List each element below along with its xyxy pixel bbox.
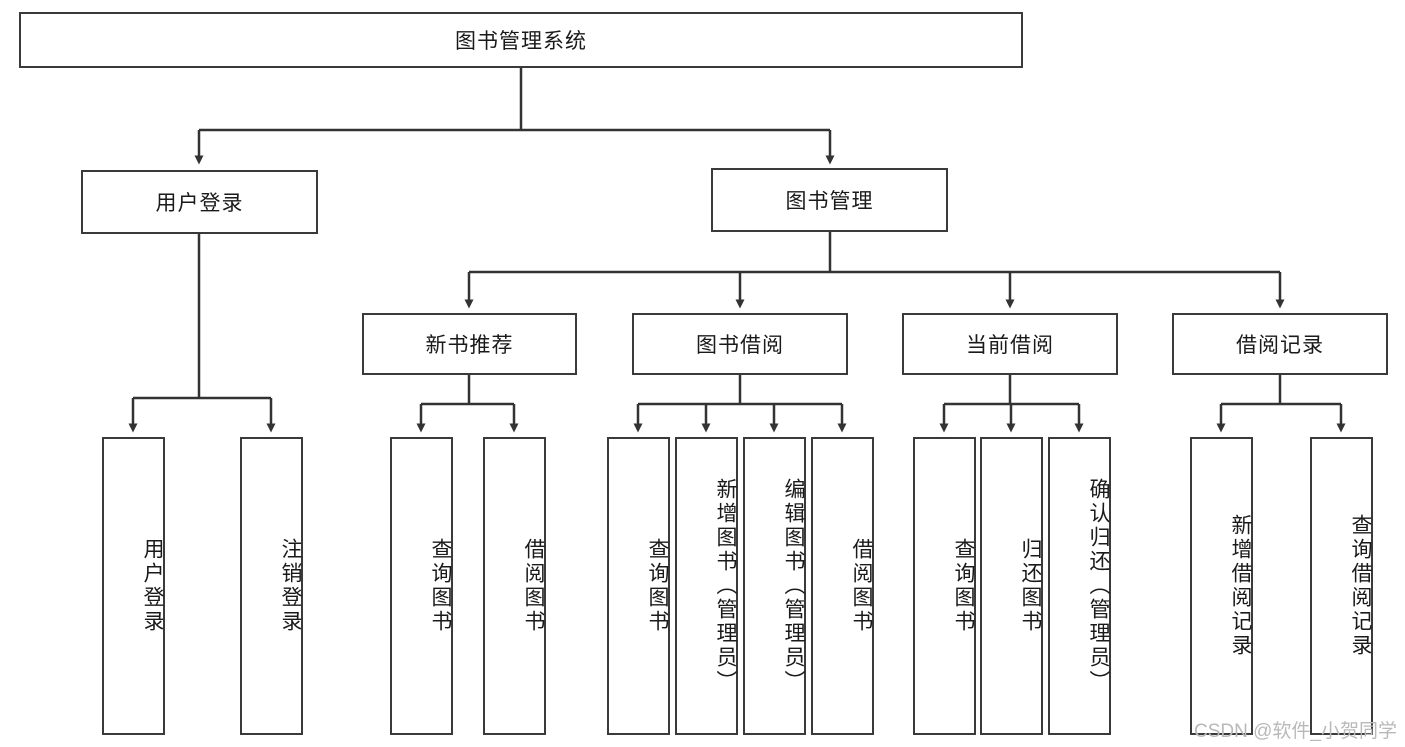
node-label: 查询图书 <box>429 538 452 634</box>
node-label: 新增借阅记录 <box>1229 514 1252 658</box>
leaf-borrow-add-book-admin[interactable]: 新增图书（管理员） <box>675 437 738 735</box>
node-label: 查询图书 <box>646 538 669 634</box>
node-label: 图书管理系统 <box>455 30 587 53</box>
node-book-borrow[interactable]: 图书借阅 <box>632 313 848 375</box>
leaf-user-login-signin[interactable]: 用户登录 <box>102 437 165 735</box>
node-label: 用户登录 <box>155 192 244 215</box>
node-label: 借阅记录 <box>1236 334 1324 357</box>
node-borrow-record[interactable]: 借阅记录 <box>1172 313 1388 375</box>
leaf-borrow-query-book[interactable]: 查询图书 <box>607 437 670 735</box>
node-label: 图书借阅 <box>696 334 784 357</box>
leaf-record-query-record[interactable]: 查询借阅记录 <box>1310 437 1373 735</box>
node-label: 当前借阅 <box>966 334 1054 357</box>
node-book-management[interactable]: 图书管理 <box>711 168 948 232</box>
leaf-user-login-signout[interactable]: 注销登录 <box>240 437 303 735</box>
node-new-book-recommend[interactable]: 新书推荐 <box>362 313 577 375</box>
node-label: 新书推荐 <box>425 334 514 357</box>
node-label: 查询借阅记录 <box>1349 514 1372 658</box>
leaf-recommend-borrow-book[interactable]: 借阅图书 <box>483 437 546 735</box>
node-label: 借阅图书 <box>522 538 545 634</box>
node-current-borrow[interactable]: 当前借阅 <box>902 313 1118 375</box>
leaf-current-confirm-return-admin[interactable]: 确认归还（管理员） <box>1048 437 1111 735</box>
leaf-current-return-book[interactable]: 归还图书 <box>980 437 1043 735</box>
node-label: 编辑图书（管理员） <box>782 478 805 694</box>
leaf-recommend-query-book[interactable]: 查询图书 <box>390 437 453 735</box>
node-label: 新增图书（管理员） <box>714 478 737 694</box>
node-label: 借阅图书 <box>850 538 873 634</box>
leaf-record-add-record[interactable]: 新增借阅记录 <box>1190 437 1253 735</box>
node-user-login[interactable]: 用户登录 <box>81 170 318 234</box>
leaf-borrow-edit-book-admin[interactable]: 编辑图书（管理员） <box>743 437 806 735</box>
leaf-borrow-borrow-book[interactable]: 借阅图书 <box>811 437 874 735</box>
leaf-current-query-book[interactable]: 查询图书 <box>913 437 976 735</box>
node-label: 用户登录 <box>141 538 164 634</box>
node-root-system[interactable]: 图书管理系统 <box>19 12 1023 68</box>
node-label: 归还图书 <box>1019 538 1042 634</box>
node-label: 注销登录 <box>279 538 302 634</box>
node-label: 图书管理 <box>785 190 874 213</box>
node-label: 确认归还（管理员） <box>1087 478 1110 694</box>
node-label: 查询图书 <box>952 538 975 634</box>
